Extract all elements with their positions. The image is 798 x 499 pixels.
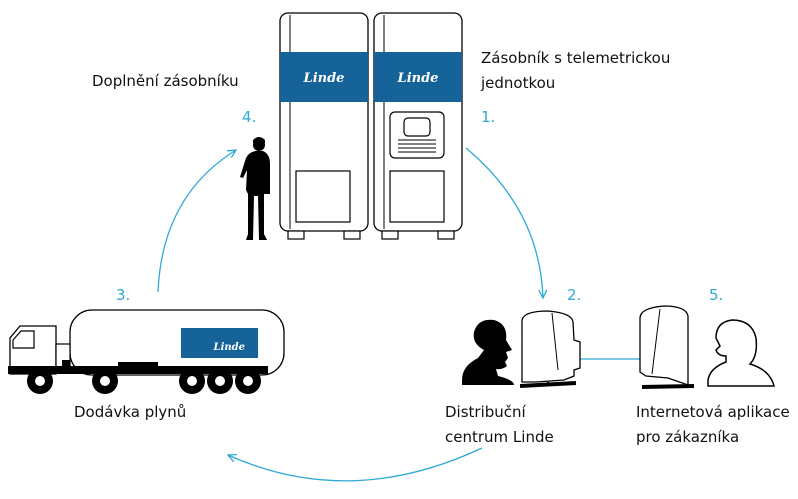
label-internet-line1: Internetová aplikace [636, 403, 790, 421]
customer-head-icon [707, 319, 775, 387]
linde-logo-text-truck: Linde [213, 342, 245, 353]
label-tank-line2: jednotkou [481, 74, 556, 92]
step-number-3: 3. [116, 286, 131, 304]
computer-monitor-distribution [519, 310, 581, 388]
label-distribution-line2: centrum Linde [445, 428, 554, 446]
storage-tank-telemetry: Linde [373, 12, 463, 240]
linde-logo-text-tank-left: Linde [303, 71, 345, 86]
storage-tank-left: Linde [279, 12, 369, 240]
linde-logo-text-tank-right: Linde [397, 71, 439, 86]
step-number-2: 2. [567, 286, 582, 304]
tanker-truck-icon: Linde [8, 309, 285, 394]
arrow-tank-to-distribution [465, 147, 543, 298]
step-number-1: 1. [481, 108, 496, 126]
linde-logo-tank-right [374, 52, 462, 102]
worker-icon [240, 137, 270, 240]
label-refill: Doplnění zásobníku [92, 72, 239, 90]
step-number-5: 5. [709, 286, 724, 304]
label-tank-line1: Zásobník s telemetrickou [481, 49, 671, 67]
step-number-4: 4. [242, 108, 257, 126]
operator-head-icon [462, 319, 514, 385]
label-delivery: Dodávka plynů [74, 403, 187, 421]
telemetry-unit [389, 111, 445, 159]
linde-logo-truck [181, 328, 258, 358]
arrow-truck-to-refill [157, 150, 236, 293]
arrow-distribution-to-truck [228, 447, 483, 482]
linde-logo-tank-left [280, 52, 368, 102]
computer-monitor-customer [639, 305, 695, 389]
label-distribution-line1: Distribuční [445, 403, 526, 421]
label-internet-line2: pro zákazníka [636, 428, 740, 446]
